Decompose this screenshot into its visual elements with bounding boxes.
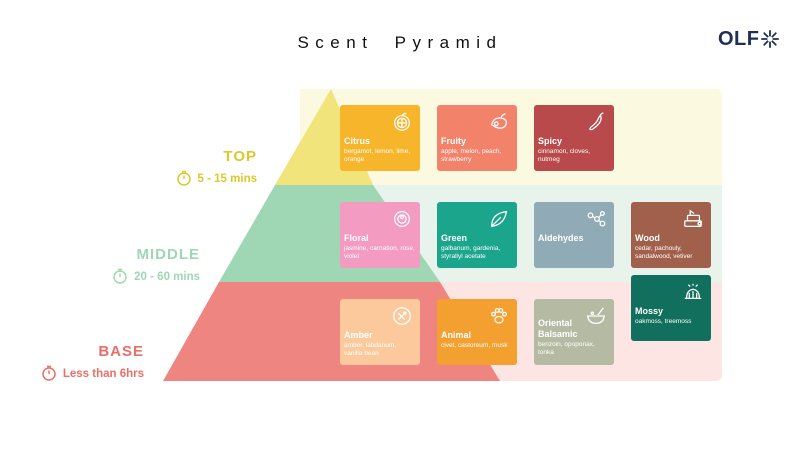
- tier-top-duration: 5 - 15 mins: [197, 173, 257, 185]
- rose-icon: [394, 211, 410, 227]
- card-amber: Amber amber, labdanum, vanilla bean: [340, 299, 420, 365]
- timer-icon: [176, 170, 191, 186]
- card-oriental-balsamic-name: Oriental Balsamic: [538, 318, 578, 339]
- molecule-icon: [587, 211, 606, 227]
- card-citrus: Citrus bergamot, lemon, lime, orange: [340, 105, 420, 171]
- tier-base-duration: Less than 6hrs: [62, 368, 144, 380]
- card-green-notes: galbanum, gardenia, styrallyl acetate: [441, 245, 501, 260]
- card-floral: Floral jasmine, carnation, rose, violet: [340, 202, 420, 268]
- card-animal-name: Animal: [441, 330, 472, 340]
- brand-logo-text: OLF: [718, 28, 760, 50]
- amber-icon: [393, 307, 411, 325]
- tier-base-name: BASE: [98, 343, 144, 360]
- card-spicy-name: Spicy: [538, 136, 563, 146]
- card-animal-notes: civet, castoreum, musk: [441, 342, 508, 349]
- tier-middle-name: MIDDLE: [136, 246, 200, 263]
- card-mossy: Mossy oakmoss, treemoss: [631, 275, 711, 341]
- card-fruity-name: Fruity: [441, 136, 467, 146]
- page-title: Scent Pyramid: [297, 33, 503, 52]
- card-wood: Wood cedar, pachouly, sandalwood, vetive…: [631, 202, 711, 268]
- tier-base: BASE Less than 6hrs: [41, 343, 144, 381]
- card-mossy-notes: oakmoss, treemoss: [635, 318, 692, 325]
- timer-icon: [113, 268, 127, 284]
- card-amber-name: Amber: [344, 330, 373, 340]
- paw-icon: [491, 308, 507, 324]
- card-oriental-balsamic-notes: benzoin, opoponax, tonka: [538, 341, 595, 356]
- card-citrus-notes: bergamot, lemon, lime, orange: [344, 148, 411, 163]
- moss-icon: [684, 283, 702, 300]
- card-oriental-balsamic: Oriental Balsamic benzoin, opoponax, ton…: [534, 299, 614, 365]
- starburst-icon: [760, 30, 779, 48]
- card-wood-notes: cedar, pachouly, sandalwood, vetiver: [635, 245, 693, 260]
- card-spicy: Spicy cinnamon, cloves, nutmeg: [534, 105, 614, 171]
- logs-icon: [684, 209, 702, 227]
- card-aldehydes: Aldehydes: [534, 202, 614, 268]
- card-floral-name: Floral: [344, 233, 369, 243]
- chili-icon: [589, 112, 604, 131]
- timer-icon: [42, 365, 56, 381]
- fruit-icon: [490, 113, 507, 129]
- card-amber-notes: amber, labdanum, vanilla bean: [344, 342, 397, 357]
- citrus-icon: [394, 112, 410, 131]
- brand-logo: OLF: [718, 28, 779, 51]
- tier-top-name: TOP: [223, 148, 257, 165]
- card-spicy-notes: cinnamon, cloves, nutmeg: [538, 148, 591, 163]
- mortar-icon: [587, 307, 605, 324]
- tier-middle-duration: 20 - 60 mins: [134, 271, 200, 283]
- card-animal: Animal civet, castoreum, musk: [437, 299, 517, 365]
- card-floral-notes: jasmine, carnation, rose, violet: [344, 245, 415, 260]
- card-fruity: Fruity apple, melon, peach, strawberry: [437, 105, 517, 171]
- card-wood-name: Wood: [635, 233, 660, 243]
- card-mossy-name: Mossy: [635, 306, 664, 316]
- card-citrus-name: Citrus: [344, 136, 371, 146]
- tier-top: TOP 5 - 15 mins: [176, 148, 257, 186]
- card-aldehydes-name: Aldehydes: [538, 233, 584, 243]
- card-green-name: Green: [441, 233, 468, 243]
- leaf-icon: [491, 210, 508, 228]
- tier-middle: MIDDLE 20 - 60 mins: [112, 246, 200, 284]
- card-fruity-notes: apple, melon, peach, strawberry: [441, 148, 502, 163]
- card-green: Green galbanum, gardenia, styrallyl acet…: [437, 202, 517, 268]
